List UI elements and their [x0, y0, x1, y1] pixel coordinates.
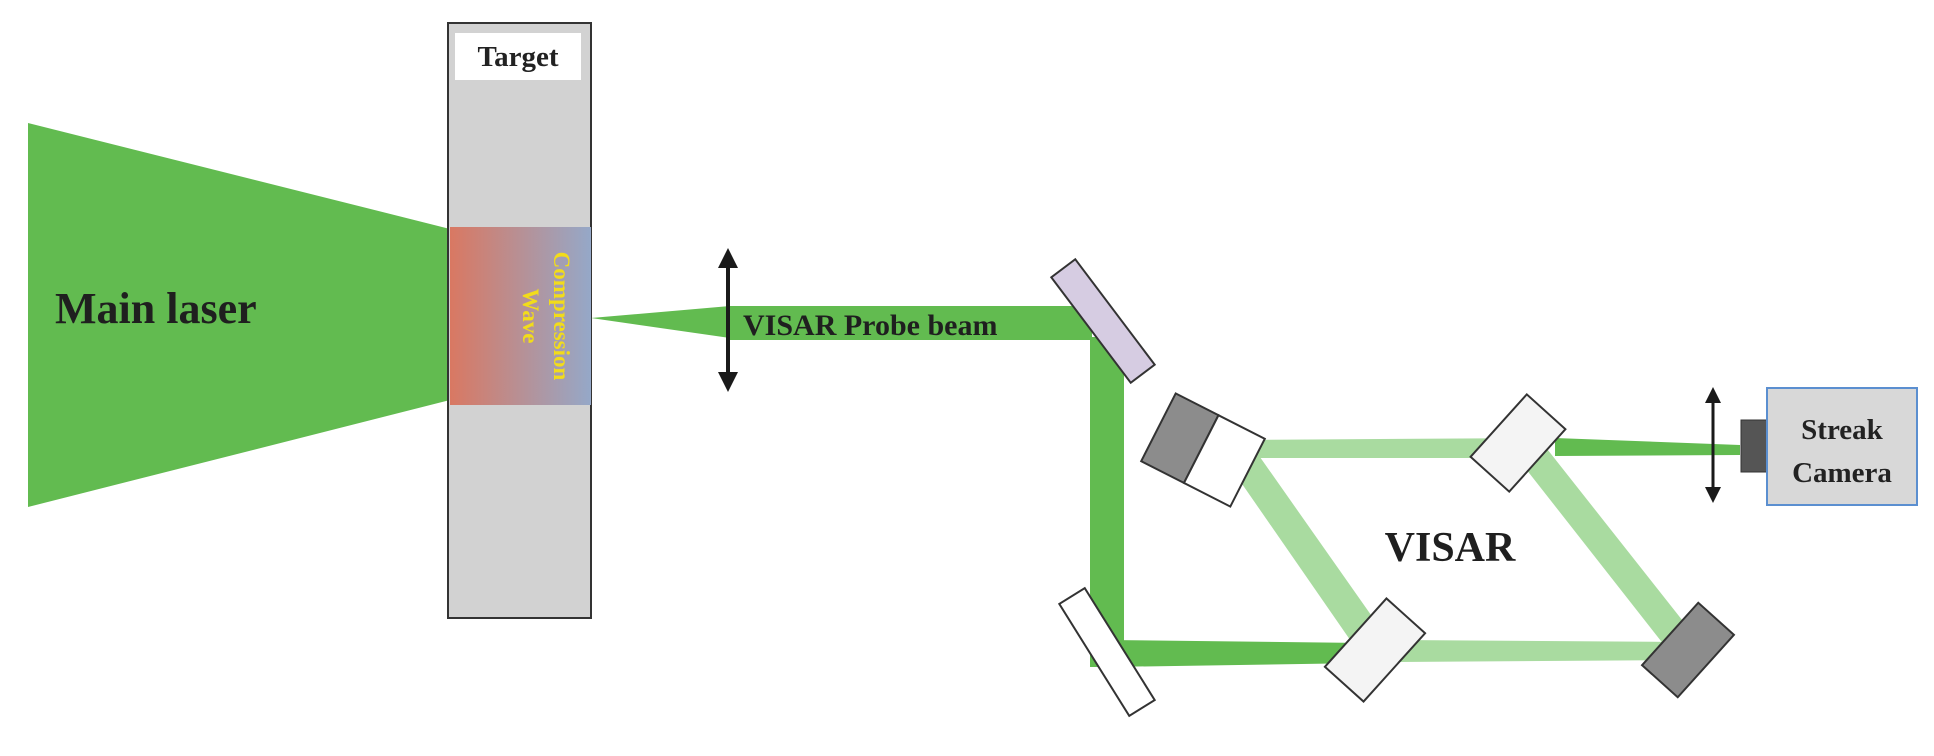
arm-bottom [1395, 640, 1690, 662]
streak-camera-lens [1740, 419, 1768, 473]
streak-camera-label-line1: Streak [1801, 414, 1884, 446]
compression-wave-region [450, 227, 591, 405]
streak-camera-label-line2: Camera [1792, 457, 1892, 489]
probe-beam-label: VISAR Probe beam [743, 309, 997, 342]
arm-top [1230, 438, 1535, 458]
main-laser-label: Main laser [55, 284, 257, 333]
interferometer-arms [1222, 438, 1690, 662]
arm-upper-diagonal [1222, 440, 1390, 660]
fold-mirror-1 [1049, 257, 1157, 385]
arm-right-diagonal [1515, 440, 1690, 650]
visar-label: VISAR [1385, 525, 1516, 571]
beamsplitter-output [1469, 392, 1567, 494]
camera-lens-arrow [1705, 387, 1721, 503]
etalon-light-half [1182, 413, 1267, 508]
streak-camera-body [1766, 387, 1918, 506]
fold-mirror-2 [1057, 586, 1157, 718]
compression-wave-label-line1: Compression [549, 252, 574, 381]
beamsplitter-input [1323, 597, 1427, 703]
target-label-box [455, 33, 581, 80]
probe-beam-main [728, 306, 1092, 340]
end-mirror-dark [1640, 601, 1736, 699]
target-label: Target [477, 41, 558, 73]
compression-wave-label-line2: Wave [518, 289, 543, 344]
focusing-lens-arrow [718, 248, 738, 392]
main-laser-beam [28, 123, 450, 507]
probe-beam-bottom [1107, 640, 1365, 667]
probe-beam-taper [591, 306, 730, 338]
etalon-element [1139, 392, 1267, 508]
output-beam [1555, 438, 1740, 456]
